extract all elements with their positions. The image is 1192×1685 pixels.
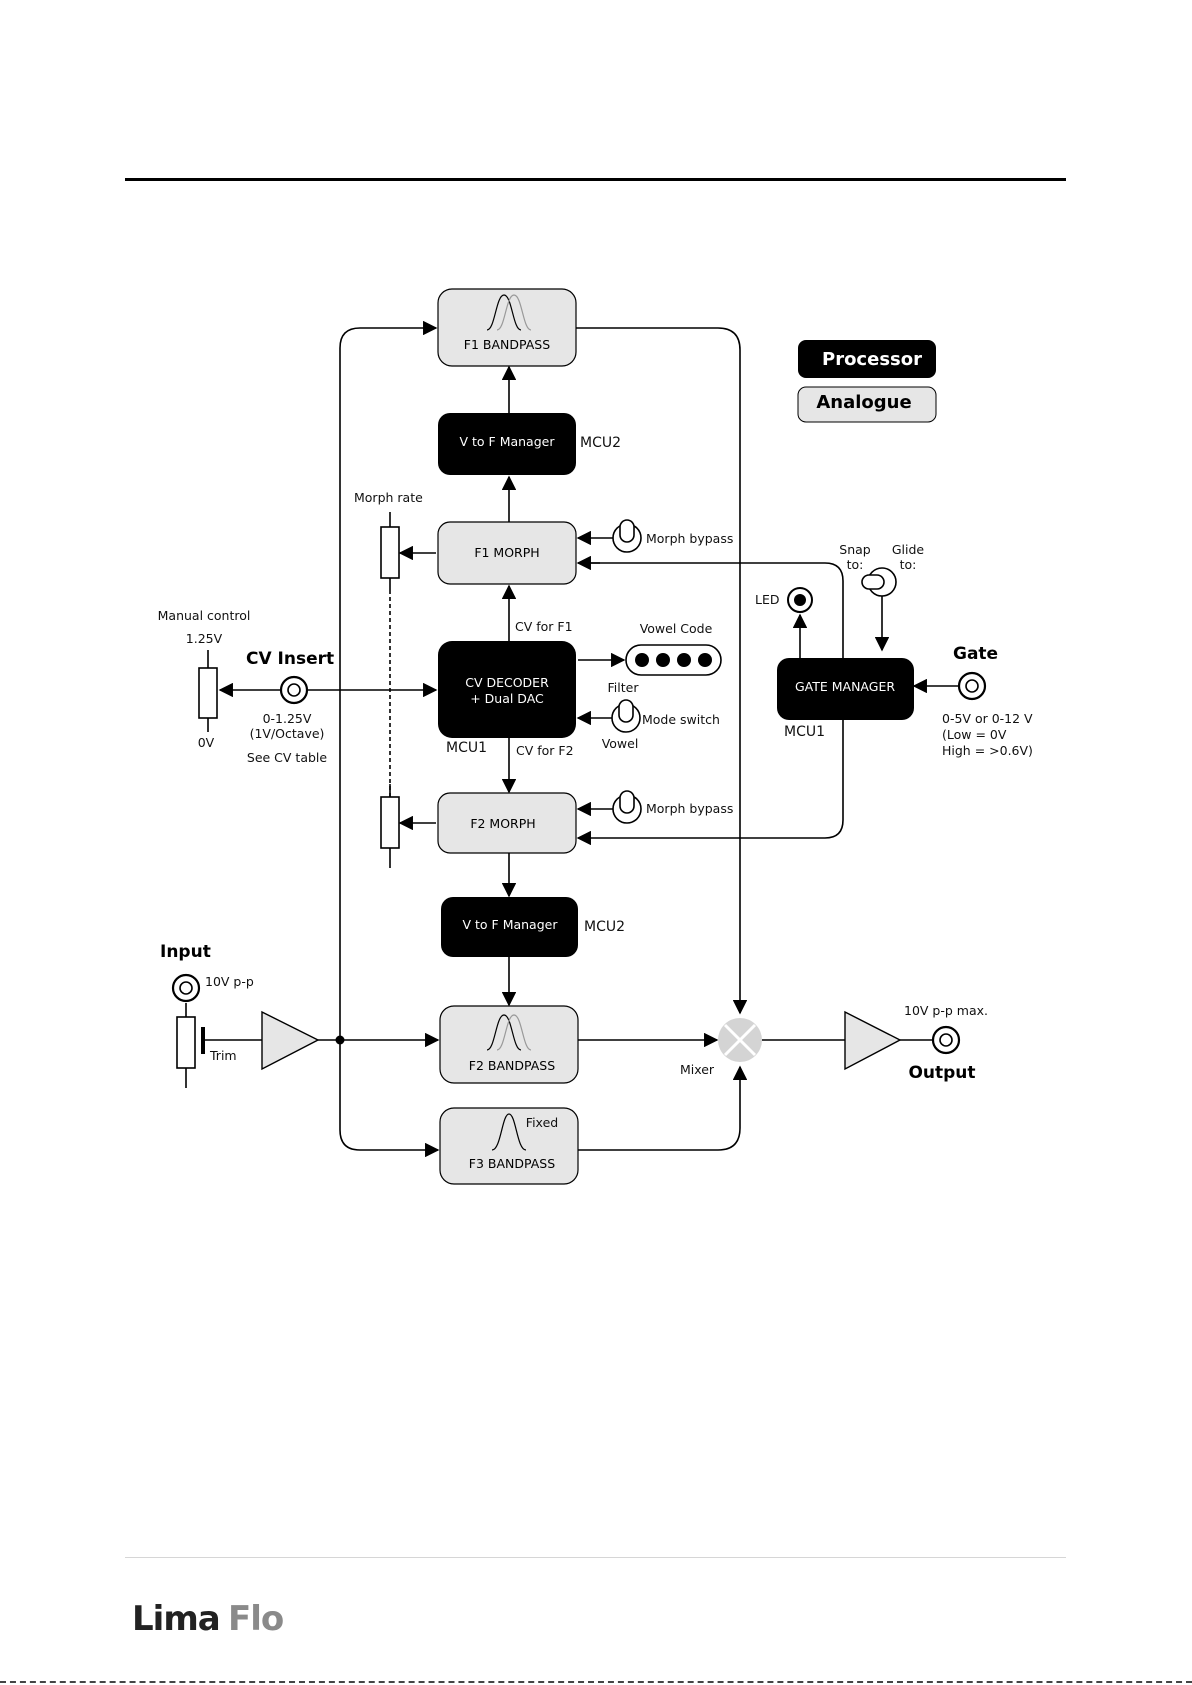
legend-analogue-swatch: [797, 386, 937, 423]
led-indicator: [787, 587, 813, 613]
glide-to-label-line2: to:: [900, 557, 917, 572]
mcu2-label-1: MCU2: [580, 435, 621, 451]
output-level-label: 10V p-p max.: [904, 1003, 988, 1018]
mcu2-label-2: MCU2: [584, 919, 625, 935]
vtof-manager-2-label: V to F Manager: [462, 917, 558, 932]
vowel-label: Vowel: [602, 736, 639, 751]
cv-range-label: 0-1.25V: [263, 711, 312, 726]
footer-rule: [125, 1557, 1066, 1558]
gate-low-label: (Low = 0V: [942, 727, 1007, 742]
morph-bypass-switch-2[interactable]: [612, 790, 642, 824]
f3-bandpass-label: F3 BANDPASS: [469, 1156, 555, 1171]
page-edge-dashes: [0, 1681, 1192, 1683]
cv-for-f2-label: CV for F2: [516, 743, 574, 758]
manual-control-pot: [198, 650, 218, 732]
mixer-label: Mixer: [680, 1062, 715, 1077]
vowel-code-leds: [625, 644, 722, 676]
f1-bandpass-label: F1 BANDPASS: [464, 337, 550, 352]
led-label: LED: [755, 592, 780, 607]
mode-switch[interactable]: [611, 699, 641, 733]
fixed-label: Fixed: [526, 1115, 558, 1130]
mode-switch-label: Mode switch: [642, 712, 720, 727]
input-level-label: 10V p-p: [205, 974, 254, 989]
f3-bandpass-block: Fixed F3 BANDPASS: [439, 1107, 579, 1185]
morph-bypass-switch-1[interactable]: [612, 519, 642, 553]
gate-manager-label: GATE MANAGER: [795, 679, 895, 694]
logo-text-dark: Lima: [132, 1599, 220, 1638]
vtof-manager-2-block: V to F Manager: [441, 897, 578, 957]
morph-bypass-label-1: Morph bypass: [646, 531, 733, 546]
vtof-manager-1-block: V to F Manager: [438, 413, 576, 475]
cv-insert-jack[interactable]: [279, 675, 309, 705]
f2-morph-label: F2 MORPH: [470, 816, 535, 831]
cv-decoder-label-line2: + Dual DAC: [470, 691, 544, 706]
cv-decoder-label-line1: CV DECODER: [465, 675, 549, 690]
legend-analogue-label: Analogue: [816, 392, 911, 413]
trim-label: Trim: [209, 1048, 237, 1063]
legend-processor-swatch: [798, 340, 936, 378]
header-rule: [125, 178, 1066, 181]
signal-wires: [218, 320, 958, 1158]
gate-range-label: 0-5V or 0-12 V: [942, 711, 1033, 726]
morph-bypass-label-2: Morph bypass: [646, 801, 733, 816]
mcu1-decoder-label: MCU1: [446, 740, 487, 756]
snap-to-label-line1: Snap: [839, 542, 871, 557]
input-label: Input: [160, 942, 211, 962]
vtof-manager-1-label: V to F Manager: [459, 434, 555, 449]
f2-bandpass-block: F2 BANDPASS: [439, 1005, 579, 1084]
snap-glide-switch[interactable]: [861, 567, 897, 597]
manual-control-min-label: 0V: [198, 735, 215, 750]
limaflo-logo: Lima Flo: [132, 1599, 284, 1638]
manual-control-max-label: 1.25V: [186, 631, 223, 646]
input-jack[interactable]: [171, 973, 201, 1003]
see-cv-table-label: See CV table: [247, 750, 328, 765]
f2-bandpass-label: F2 BANDPASS: [469, 1058, 555, 1073]
output-label: Output: [908, 1063, 975, 1083]
morph-rate-label: Morph rate: [354, 490, 423, 505]
filter-label: Filter: [608, 680, 640, 695]
f2-morph-block: F2 MORPH: [437, 792, 577, 854]
legend: Processor Analogue: [797, 340, 937, 423]
input-amplifier: [261, 1010, 320, 1071]
input-trim-pot: [176, 1003, 262, 1088]
f1-morph-label: F1 MORPH: [474, 545, 539, 560]
cv-insert-label: CV Insert: [246, 649, 334, 669]
snap-to-label-line2: to:: [847, 557, 864, 572]
junction-dot: [335, 1035, 345, 1045]
gate-manager-block: GATE MANAGER: [777, 658, 914, 720]
gate-high-label: High = >0.6V): [942, 743, 1033, 758]
vowel-code-label: Vowel Code: [640, 621, 713, 636]
cv-decoder-block: CV DECODER + Dual DAC: [438, 641, 576, 738]
f1-morph-block: F1 MORPH: [437, 521, 577, 585]
logo-text-grey: Flo: [228, 1599, 283, 1638]
manual-control-label: Manual control: [158, 608, 251, 623]
mcu1-gate-label: MCU1: [784, 724, 825, 740]
cv-for-f1-label: CV for F1: [515, 619, 573, 634]
output-amplifier: [844, 1010, 902, 1071]
f1-bandpass-block: F1 BANDPASS: [437, 288, 577, 367]
gate-label: Gate: [953, 644, 998, 664]
cv-octave-label: (1V/Octave): [250, 726, 325, 741]
glide-to-label-line1: Glide: [892, 542, 925, 557]
output-jack[interactable]: [931, 1025, 961, 1055]
legend-processor-label: Processor: [822, 349, 922, 370]
gate-jack[interactable]: [957, 671, 987, 701]
morph-rate-pot: [380, 512, 400, 868]
mixer-symbol: [718, 1018, 762, 1062]
